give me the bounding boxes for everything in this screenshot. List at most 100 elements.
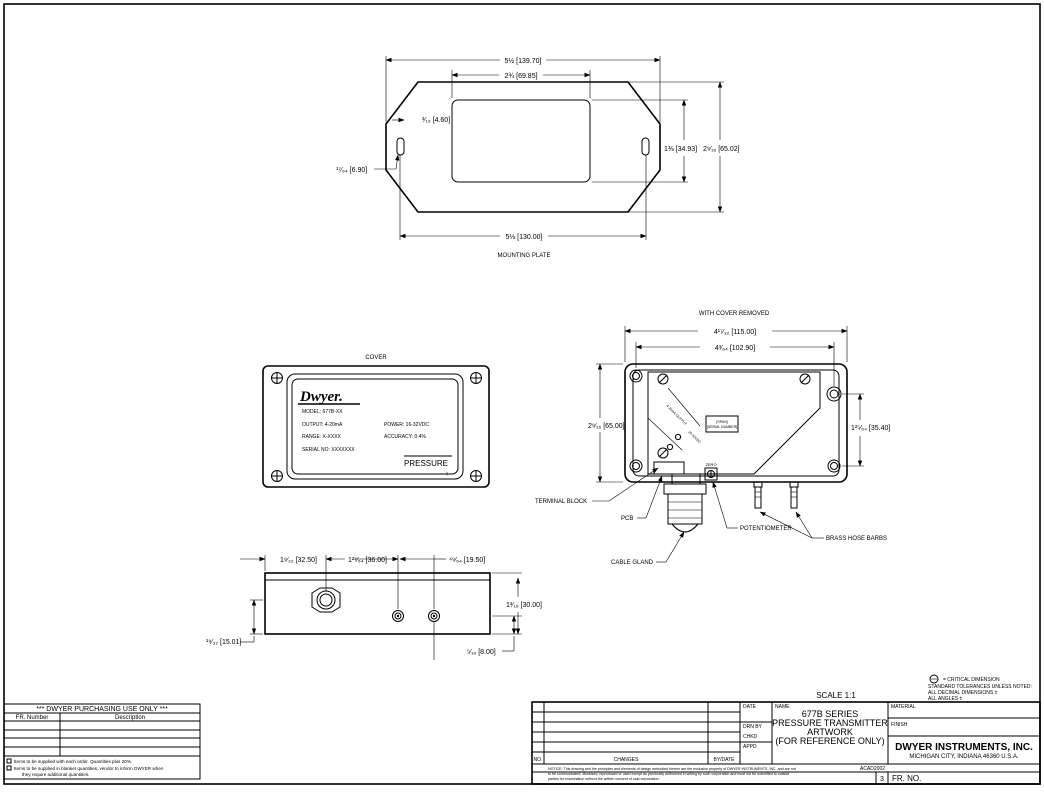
dim-housing-height: 2⁹⁄₁₆ [65.00] bbox=[588, 423, 625, 430]
tb-material: MATERIAL bbox=[891, 704, 916, 710]
purchasing-checkbox-1[interactable] bbox=[6, 758, 12, 764]
cover-model: MODEL: 677B-XX bbox=[302, 409, 343, 415]
mounting-plate-outline bbox=[385, 81, 661, 213]
mounting-plate-window bbox=[451, 99, 591, 183]
tb-finish: FINISH bbox=[891, 722, 908, 728]
cover-accuracy: ACCURACY: 0.4% bbox=[384, 434, 427, 440]
tb-drn-by: DRN BY bbox=[743, 724, 763, 730]
cover-output: OUTPUT: 4-20mA bbox=[302, 422, 343, 428]
cable-gland bbox=[663, 483, 707, 533]
tb-notice1: NOTICE: This drawing and the principles … bbox=[548, 767, 796, 771]
mounting-slot-right bbox=[641, 137, 650, 156]
side-cable-gland bbox=[311, 587, 341, 613]
note-tol1: STANDARD TOLERANCES UNLESS NOTED: bbox=[928, 684, 1032, 690]
hose-barb-right bbox=[789, 481, 799, 509]
scale-label: SCALE 1:1 bbox=[816, 691, 856, 700]
cover-screw-br bbox=[470, 470, 482, 482]
pcb-span-text: [SPAN] bbox=[716, 420, 727, 424]
title-block: SCALE 1:1 NO. CHANGES BY/DATE DATE DRN B… bbox=[531, 691, 1041, 785]
pcb-screw-top-left bbox=[657, 373, 669, 385]
callout-terminal-block: TERMINAL BLOCK bbox=[535, 499, 587, 505]
cover-power: POWER: 16-32VDC bbox=[384, 422, 429, 428]
purchasing-table: *** DWYER PURCHASING USE ONLY *** FR. Nu… bbox=[3, 703, 201, 780]
housing-screw-bl bbox=[629, 459, 643, 473]
dim-outer-width: 4¹⁷⁄₃₂ [115.00] bbox=[714, 329, 756, 336]
dim-window-height: 1⅜ [34.93] bbox=[664, 146, 697, 153]
tb-doc-code: ACAD2002 bbox=[860, 766, 885, 772]
critical-dimension-symbol bbox=[929, 674, 939, 684]
mounting-plate-title: MOUNTING PLATE bbox=[498, 253, 551, 259]
dim-side-barb-height: ⁵⁄₁₆ [8.00] bbox=[467, 649, 496, 656]
tb-name-line2: PRESSURE TRANSMITTER bbox=[772, 718, 888, 728]
cover-removed-title: WITH COVER REMOVED bbox=[699, 311, 770, 317]
cover-screw-tl bbox=[271, 372, 283, 384]
dim-side-height: 1³⁄₁₆ [30.00] bbox=[506, 602, 542, 609]
mounting-plate-view: 5½ [139.70] 2¾ [69.85] ³⁄₁₆ [4.60] ¹⁷⁄₆₄… bbox=[336, 56, 740, 259]
hose-barb-left bbox=[753, 481, 763, 509]
cover-plus: + bbox=[445, 471, 449, 478]
purchasing-note1: Items to be supplied with each order. Qu… bbox=[14, 759, 132, 764]
dim-overall-width: 5½ [139.70] bbox=[505, 57, 542, 65]
tb-changes: CHANGES bbox=[614, 757, 639, 763]
purchasing-col-fr: FR. Number bbox=[16, 715, 49, 721]
dim-hole-spacing: 5⅛ [130.00] bbox=[506, 234, 543, 241]
pcb-screw-top-right bbox=[799, 373, 811, 385]
tb-fr-no: FR. NO. bbox=[892, 774, 921, 783]
purchasing-note3: they require additional quantities. bbox=[22, 772, 89, 777]
tb-name-line4: (FOR REFERENCE ONLY) bbox=[775, 736, 884, 746]
tolerance-notes: = CRITICAL DIMENSION STANDARD TOLERANCES… bbox=[928, 674, 1032, 702]
dim-slot-offset: ³⁄₁₆ [4.60] bbox=[422, 117, 450, 124]
cover-view: COVER Dwyer. MODEL: 677B-XX OUTPUT: 4-20… bbox=[262, 355, 490, 488]
dim-side-gland-height: ¹⁹⁄₃₂ [15.01] bbox=[206, 639, 241, 646]
side-hose-barb-2 bbox=[428, 610, 440, 622]
zero-label: ZERO bbox=[705, 462, 716, 467]
callout-pcb: PCB bbox=[621, 516, 633, 522]
pcb-diag-text1: 4-20mA OUTPUT bbox=[665, 404, 688, 427]
cover-title: COVER bbox=[365, 355, 387, 361]
tb-name-line3: ARTWORK bbox=[807, 727, 853, 737]
cover-serial: SERIAL NO: XXXXXXX bbox=[302, 447, 355, 453]
dim-side-barb2: ⁴⁹⁄₆₄ [19.50] bbox=[449, 557, 485, 564]
side-hose-barb-1 bbox=[392, 610, 404, 622]
dim-hole-width: 4³⁄₆₄ [102.90] bbox=[715, 345, 755, 352]
dim-side-gland: 1⁹⁄₃₂ [32.50] bbox=[280, 557, 317, 564]
cover-brand-logo: Dwyer. bbox=[299, 389, 343, 405]
side-housing-outline bbox=[264, 572, 491, 635]
tb-address: MICHIGAN CITY, INDIANA 46360 U.S.A. bbox=[909, 754, 1019, 760]
dim-window-width: 2¾ [69.85] bbox=[504, 73, 537, 80]
housing-screw-tr bbox=[826, 386, 842, 402]
note-critical: = CRITICAL DIMENSION bbox=[943, 677, 1000, 683]
cover-screw-tr bbox=[470, 372, 482, 384]
tb-name: NAME bbox=[775, 704, 790, 710]
cover-range: RANGE: X-XXXX bbox=[302, 434, 342, 440]
pcb-terminal-screw-2 bbox=[666, 443, 674, 451]
pcb-terminal-screw-1 bbox=[674, 433, 682, 441]
mounting-slot-left bbox=[396, 137, 405, 156]
dim-hole-height: 1²⁵⁄₆₄ [35.40] bbox=[851, 425, 890, 432]
dim-overall-height: 2⁹⁄₁₆ [65.02] bbox=[703, 146, 740, 153]
tb-name-line1: 677B SERIES bbox=[802, 709, 859, 719]
pcb-screw-bottom-left bbox=[657, 447, 669, 459]
tb-no: NO. bbox=[534, 757, 543, 763]
housing-outline bbox=[624, 363, 848, 483]
tb-sheet: 3 bbox=[880, 776, 884, 783]
sheet-border bbox=[3, 3, 1041, 785]
tb-by-date: BY/DATE bbox=[713, 757, 735, 763]
purchasing-note2: Items to be supplied in blanket quantiti… bbox=[14, 766, 164, 771]
purchasing-checkbox-2[interactable] bbox=[6, 765, 12, 771]
tb-company: DWYER INSTRUMENTS, INC. bbox=[895, 742, 1033, 753]
pcb-diag-text2: 16-32VDC bbox=[687, 430, 702, 445]
purchasing-col-desc: Description bbox=[115, 715, 145, 721]
cover-minus: - bbox=[408, 471, 411, 478]
tb-chkd: CHKD bbox=[743, 734, 758, 740]
cover-removed-view: WITH COVER REMOVED [SPAN] [SERIAL NUMBER… bbox=[535, 311, 890, 566]
terminal-block bbox=[653, 461, 685, 475]
cover-pressure-label: PRESSURE bbox=[404, 459, 448, 468]
pcb-span-label-box bbox=[705, 415, 739, 433]
housing-inner-wall bbox=[632, 369, 840, 477]
purchasing-title: *** DWYER PURCHASING USE ONLY *** bbox=[36, 706, 168, 713]
callout-potentiometer: POTENTIOMETER bbox=[740, 526, 792, 532]
cover-screw-bl bbox=[271, 470, 283, 482]
